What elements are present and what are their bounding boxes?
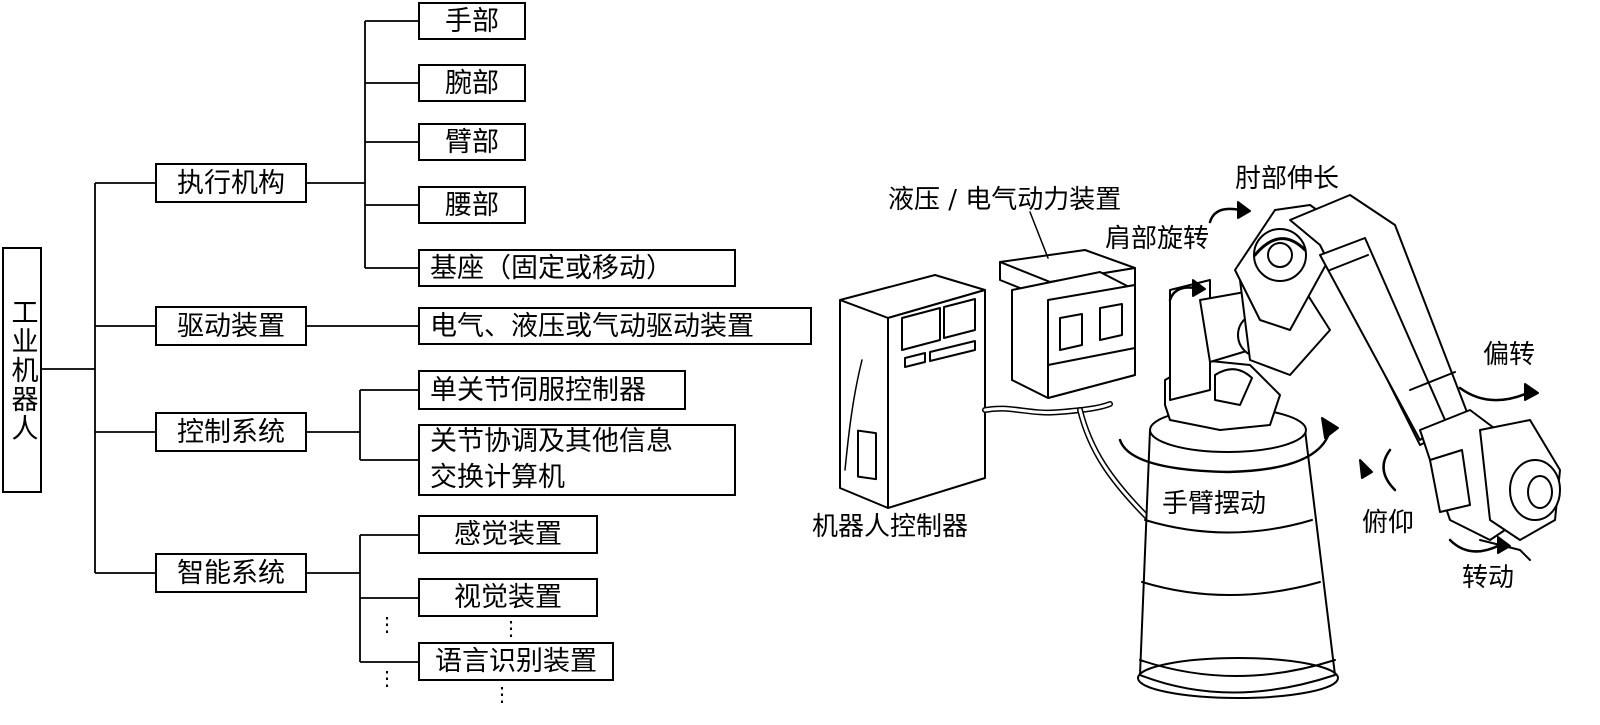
ellipsis-2: ⋮ — [501, 616, 521, 640]
ellipsis-3: ⋮ — [377, 666, 397, 690]
ellipsis-4: ⋮ — [492, 682, 512, 706]
controller-cabinet — [839, 274, 986, 509]
node-actuator-label: 执行机构 — [177, 167, 285, 199]
node-wrist: 腕部 — [418, 64, 526, 102]
label-elbow-extension: 肘部伸长 — [1235, 164, 1340, 194]
label-pitch: 俯仰 — [1362, 508, 1415, 538]
robot-pedestal — [1137, 407, 1339, 699]
node-waist-label: 腰部 — [445, 189, 499, 221]
node-control-label: 控制系统 — [177, 416, 285, 448]
node-servo-controller: 单关节伺服控制器 — [418, 370, 686, 410]
node-intelligent: 智能系统 — [155, 553, 307, 593]
label-arm-swing: 手臂摆动 — [1162, 489, 1267, 519]
node-drive-device-label: 电气、液压或气动驱动装置 — [430, 310, 754, 342]
node-wrist-label: 腕部 — [445, 67, 499, 99]
node-hand-label: 手部 — [445, 5, 499, 37]
node-waist: 腰部 — [418, 186, 526, 224]
node-vision: 视觉装置 — [418, 578, 598, 617]
node-drive-label: 驱动装置 — [177, 310, 285, 342]
node-base: 基座（固定或移动） — [418, 249, 736, 287]
node-hand: 手部 — [418, 2, 526, 40]
label-roll: 转动 — [1462, 563, 1515, 593]
node-drive-device: 电气、液压或气动驱动装置 — [418, 307, 812, 345]
label-robot-controller: 机器人控制器 — [812, 512, 969, 542]
root-label: 工业机器人 — [6, 297, 38, 443]
node-intelligent-label: 智能系统 — [177, 557, 285, 589]
robot-wrist — [1419, 409, 1561, 561]
node-arm: 臂部 — [418, 123, 526, 161]
node-actuator: 执行机构 — [155, 163, 307, 203]
power-unit — [999, 249, 1136, 399]
tree-connector-lines — [41, 20, 418, 663]
node-arm-label: 臂部 — [445, 126, 499, 158]
root-node-industrial-robot: 工业机器人 — [2, 247, 42, 493]
node-coordination-computer-label: 关节协调及其他信息 交换计算机 — [430, 425, 673, 493]
node-sensing-label: 感觉装置 — [454, 519, 562, 550]
node-servo-controller-label: 单关节伺服控制器 — [430, 374, 646, 406]
node-drive: 驱动装置 — [155, 306, 307, 346]
node-sensing: 感觉装置 — [418, 515, 598, 554]
label-yaw: 偏转 — [1483, 340, 1536, 370]
node-control: 控制系统 — [155, 412, 307, 452]
label-shoulder-rotation: 肩部旋转 — [1105, 224, 1210, 254]
node-base-label: 基座（固定或移动） — [430, 252, 673, 284]
node-coordination-computer: 关节协调及其他信息 交换计算机 — [418, 424, 736, 496]
node-speech-label: 语言识别装置 — [435, 646, 597, 677]
node-speech: 语言识别装置 — [418, 642, 614, 681]
ellipsis-1: ⋮ — [377, 612, 397, 636]
label-hydraulic-power: 液压 / 电气动力装置 — [888, 185, 1122, 215]
node-vision-label: 视觉装置 — [454, 582, 562, 613]
